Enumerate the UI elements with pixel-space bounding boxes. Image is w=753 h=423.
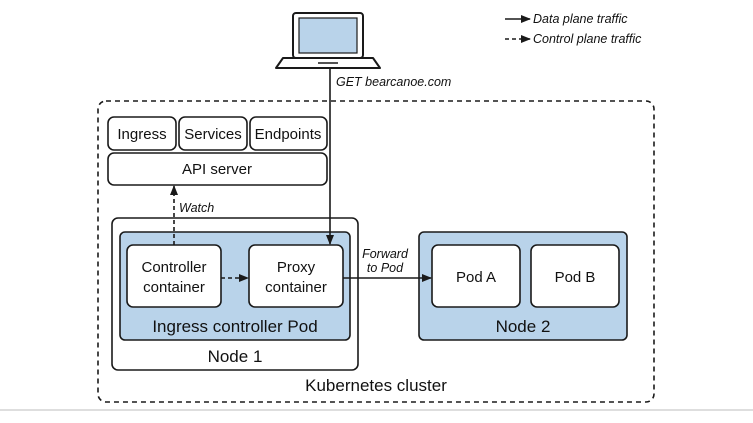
pod-a bbox=[431, 244, 521, 308]
api-endpoints-label: Endpoints bbox=[255, 126, 322, 143]
proxy-container bbox=[248, 244, 344, 308]
legend-control-plane-label: Control plane traffic bbox=[533, 32, 642, 46]
node-2-label: Node 2 bbox=[496, 317, 551, 336]
pod-b-label: Pod B bbox=[555, 269, 596, 286]
proxy-container-line2: container bbox=[265, 279, 327, 296]
controller-container-line2: container bbox=[143, 279, 205, 296]
pod-b bbox=[530, 244, 620, 308]
laptop-icon bbox=[275, 12, 381, 69]
ingress-controller-pod-label: Ingress controller Pod bbox=[152, 317, 317, 336]
api-endpoints-box bbox=[249, 116, 328, 151]
api-services-label: Services bbox=[184, 126, 242, 143]
api-ingress-box bbox=[107, 116, 177, 151]
kubernetes-cluster bbox=[97, 100, 655, 403]
api-ingress-label: Ingress bbox=[117, 126, 166, 143]
pod-a-label: Pod A bbox=[456, 269, 496, 286]
legend-data-plane-label: Data plane traffic bbox=[533, 12, 628, 26]
api-server-box bbox=[107, 152, 328, 186]
proxy-container-line1: Proxy bbox=[277, 259, 316, 276]
node-1-label: Node 1 bbox=[208, 347, 263, 366]
controller-container bbox=[126, 244, 222, 308]
cluster-label: Kubernetes cluster bbox=[305, 376, 447, 395]
api-services-box bbox=[178, 116, 248, 151]
controller-container-line1: Controller bbox=[141, 259, 206, 276]
api-server-label: API server bbox=[182, 161, 252, 178]
legend: Data plane traffic Control plane traffic bbox=[505, 12, 642, 46]
request-label: GET bearcanoe.com bbox=[336, 75, 451, 89]
forward-label-line1: Forward bbox=[362, 247, 409, 261]
forward-label-line2: to Pod bbox=[367, 261, 404, 275]
watch-label: Watch bbox=[179, 201, 214, 215]
